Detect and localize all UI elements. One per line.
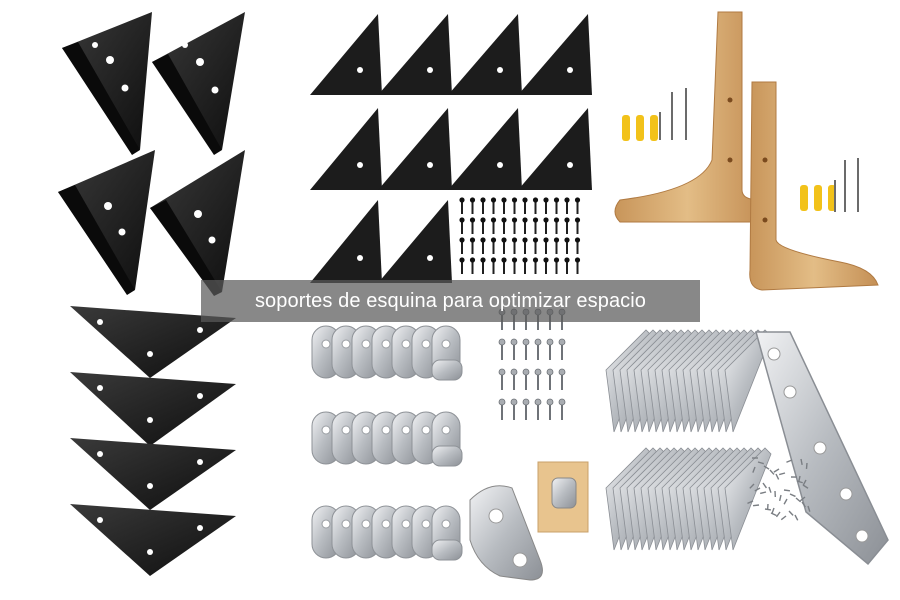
caption-bar: soportes de esquina para optimizar espac…: [201, 280, 700, 322]
black-flat-corner-braces: [70, 306, 236, 576]
black-mini-corner-brackets: [310, 14, 592, 283]
tiny-screw-pile: [747, 457, 811, 521]
anchors-yellow: [622, 115, 836, 211]
caption-text: soportes de esquina para optimizar espac…: [254, 289, 647, 312]
steel-l-brackets: [311, 325, 463, 561]
wood-screws: [659, 88, 859, 212]
screws-black: [460, 196, 584, 278]
large-angle-bracket: [755, 331, 889, 566]
steel-angle-brackets: [605, 329, 889, 566]
steel-screws: [498, 308, 566, 420]
screw-grid: [459, 197, 581, 274]
bracket: [152, 12, 245, 155]
bracket: [150, 150, 245, 296]
black-triangle-brackets: [58, 12, 245, 296]
mounted-bracket-example: [469, 461, 589, 581]
bamboo-l-brackets: [614, 11, 879, 291]
bracket: [58, 150, 155, 295]
bracket: [62, 12, 152, 155]
